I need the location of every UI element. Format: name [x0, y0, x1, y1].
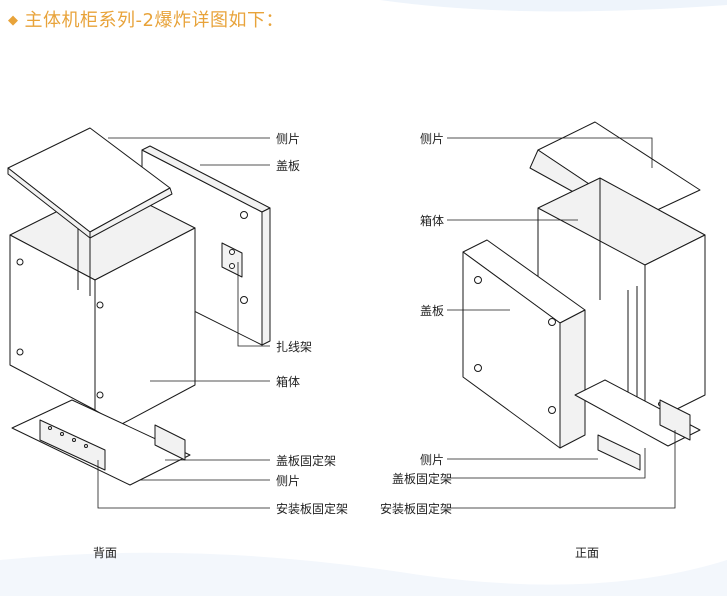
back-label-cover-plate: 盖板 — [276, 159, 301, 173]
front-view-caption: 正面 — [575, 546, 600, 560]
front-label-side-panel-bottom: 侧片 — [420, 453, 445, 467]
front-label-cabinet-body: 箱体 — [420, 214, 445, 228]
back-label-mounting-plate-frame: 安装板固定架 — [276, 502, 349, 516]
back-label-cable-rack: 扎线架 — [276, 340, 313, 354]
front-label-cover-fixing-frame: 盖板固定架 — [392, 472, 453, 486]
front-cabinet-body-right — [644, 234, 706, 426]
back-cable-rack — [221, 242, 243, 278]
front-mounting-plate-frame — [659, 399, 691, 441]
front-label-cover-plate: 盖板 — [420, 304, 445, 318]
back-label-cabinet-body: 箱体 — [276, 375, 301, 389]
front-label-mounting-plate-frame: 安装板固定架 — [380, 502, 453, 516]
back-label-cover-fixing-frame: 盖板固定架 — [276, 454, 337, 468]
page-title-text: 主体机柜系列-2爆炸详图如下： — [24, 10, 284, 31]
back-view-caption: 背面 — [93, 546, 118, 560]
back-cabinet-body-front — [94, 227, 196, 426]
back-label-side-panel-bottom: 侧片 — [276, 474, 301, 488]
diamond-bullet-icon: ◆ — [8, 13, 19, 28]
front-label-side-panel-top: 侧片 — [420, 132, 445, 146]
page-title: ◆ 主体机柜系列-2爆炸详图如下： — [8, 6, 284, 32]
back-label-side-panel-top: 侧片 — [276, 132, 301, 146]
front-cover-fixing-frame — [597, 434, 641, 471]
back-mounting-plate-frame — [39, 419, 106, 471]
back-side-panel-bottom — [11, 399, 191, 486]
